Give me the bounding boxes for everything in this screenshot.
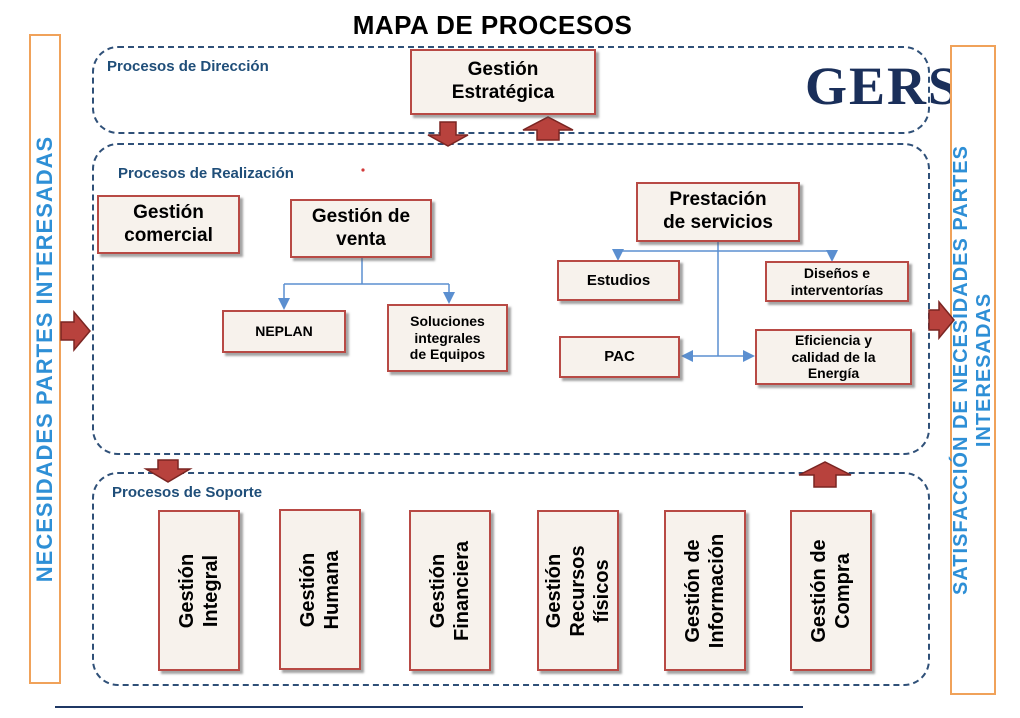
venta-connectors <box>278 257 455 310</box>
box-gestion-comercial-line1: Gestión <box>133 201 204 223</box>
soporte-item-3-line2: Financiera <box>451 540 473 641</box>
box-eficiencia-line1: Eficiencia y <box>794 331 873 348</box>
region-realizacion <box>92 143 930 455</box>
realizacion-label: Procesos de Realización <box>118 165 294 182</box>
box-pac: PAC <box>559 336 680 378</box>
soporte-item-4-line1: Gestión <box>543 553 565 628</box>
box-eficiencia-line3: Energía <box>807 365 860 382</box>
soporte-item-1-line2: Integral <box>200 554 222 627</box>
soporte-item-2-line2: Humana <box>321 550 343 629</box>
soporte-label: Procesos de Soporte <box>112 484 263 501</box>
bottom-divider <box>55 706 803 708</box>
arrow-up-direccion <box>522 116 574 141</box>
soporte-item-4-line2: Recursos <box>567 544 589 637</box>
decorative-dot <box>361 168 365 172</box>
box-gestion-venta: Gestión de venta <box>290 199 432 258</box>
gers-logo: GERS <box>805 56 950 116</box>
box-eficiencia-line2: calidad de la <box>791 348 876 365</box>
box-gestion-estrategica-line1: Gestión <box>467 59 539 81</box>
box-prestacion-line1: Prestación <box>669 189 767 211</box>
region-soporte <box>92 472 930 686</box>
box-estudios: Estudios <box>557 260 680 301</box>
box-disenos: Diseños e interventorías <box>765 261 909 302</box>
soporte-item-6-line2: Compra <box>832 552 854 629</box>
box-gestion-financiera: Gestión Financiera <box>409 510 491 671</box>
box-disenos-line2: interventorías <box>790 281 884 298</box>
box-gestion-integral: Gestión Integral <box>158 510 240 671</box>
soporte-item-5-line2: Información <box>706 533 728 648</box>
soporte-item-6-line1: Gestión de <box>808 538 830 643</box>
soporte-item-2-line1: Gestión <box>297 552 319 627</box>
box-prestacion-line2: de servicios <box>663 212 773 233</box>
arrow-right-satisfaction <box>928 299 955 341</box>
direccion-label: Procesos de Dirección <box>107 58 269 75</box>
box-gestion-venta-line1: Gestión de <box>311 205 411 227</box>
arrow-right-left-needs <box>60 309 91 353</box>
region-direccion <box>92 46 930 134</box>
arrow-down-soporte <box>143 459 193 483</box>
left-side-bar: NECESIDADES PARTES INTERESADAS <box>29 34 61 684</box>
box-prestacion-servicios: Prestación de servicios <box>636 182 800 242</box>
soporte-item-4-line3: físicos <box>591 558 613 623</box>
box-gestion-humana: Gestión Humana <box>279 509 361 670</box>
box-disenos-line1: Diseños e <box>803 264 871 281</box>
diagram-title: MAPA DE PROCESOS <box>352 10 633 40</box>
box-gestion-estrategica-line2: Estratégica <box>451 82 555 103</box>
box-gestion-comercial-line2: comercial <box>124 224 213 246</box>
box-soluciones-line3: de Equipos <box>409 346 486 363</box>
right-side-bar: SATISFACCIÓN DE NECESIDADES PARTES INTER… <box>950 45 996 695</box>
soporte-item-3-line1: Gestión <box>427 553 449 628</box>
box-gestion-informacion: Gestión de Información <box>664 510 746 671</box>
soporte-item-5-line1: Gestión de <box>682 538 704 643</box>
arrow-down-direccion <box>427 121 469 147</box>
soporte-item-1-line1: Gestión <box>176 553 198 628</box>
box-eficiencia: Eficiencia y calidad de la Energía <box>755 329 912 385</box>
box-gestion-compra: Gestión de Compra <box>790 510 872 671</box>
arrow-up-soporte <box>798 461 852 488</box>
box-gestion-estrategica: Gestión Estratégica <box>410 49 596 115</box>
box-gestion-recursos-fisicos: Gestión Recursos físicos <box>537 510 619 671</box>
box-soluciones-line1: Soluciones <box>410 312 485 329</box>
prestacion-connectors <box>612 242 838 362</box>
box-soluciones: Soluciones integrales de Equipos <box>387 304 508 372</box>
box-gestion-venta-line2: venta <box>336 228 386 250</box>
box-neplan: NEPLAN <box>222 310 346 353</box>
box-soluciones-line2: integrales <box>414 329 481 346</box>
box-gestion-comercial: Gestión comercial <box>97 195 240 254</box>
